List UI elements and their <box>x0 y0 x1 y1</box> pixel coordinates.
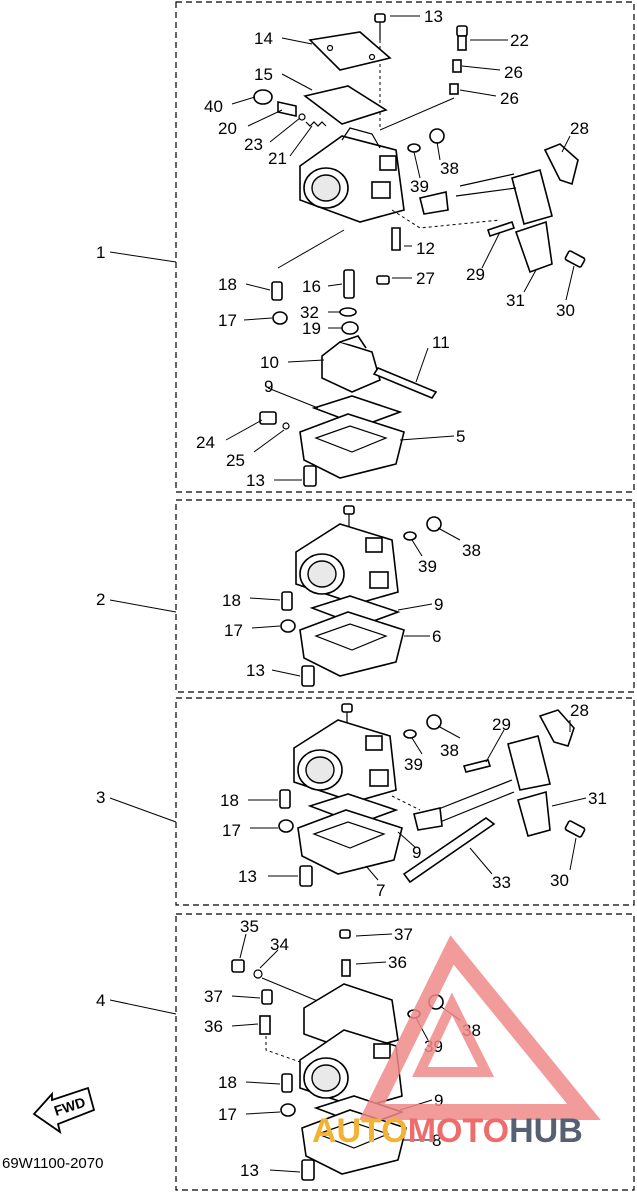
callout: 29 <box>466 265 485 284</box>
callout-labels-section-2: 38 39 18 9 17 6 13 <box>222 541 481 680</box>
callout: 38 <box>462 541 481 560</box>
callout: 25 <box>226 451 245 470</box>
callout: 7 <box>376 881 385 900</box>
callout: 27 <box>416 269 435 288</box>
callout: 40 <box>204 97 223 116</box>
callout: 30 <box>550 871 569 890</box>
callout: 28 <box>570 701 589 720</box>
callout: 24 <box>196 433 215 452</box>
callout: 36 <box>388 953 407 972</box>
watermark-text: AUTOMOTOHUB <box>312 1112 583 1150</box>
callout: 28 <box>570 119 589 138</box>
callout: 17 <box>218 311 237 330</box>
assembly-label-3: 3 <box>96 788 105 807</box>
drawing-code: 69W1100-2070 <box>2 1155 103 1172</box>
callout: 30 <box>556 301 575 320</box>
fwd-arrow-icon: FWD <box>32 1086 96 1135</box>
callout: 34 <box>270 935 289 954</box>
callout: 18 <box>220 791 239 810</box>
section-3-drawing <box>248 703 587 887</box>
section-4-frame <box>175 913 635 1191</box>
callout: 13 <box>240 1161 259 1180</box>
callout: 37 <box>204 987 223 1006</box>
callout: 17 <box>224 621 243 640</box>
callout: 37 <box>394 925 413 944</box>
callout: 13 <box>238 867 257 886</box>
callout: 6 <box>432 627 441 646</box>
assembly-label-4: 4 <box>96 991 105 1010</box>
section-3-frame <box>175 697 635 906</box>
callout: 36 <box>204 1017 223 1036</box>
callout: 31 <box>588 789 607 808</box>
assembly-label-1: 1 <box>96 243 105 262</box>
callout: 19 <box>302 319 321 338</box>
callout: 23 <box>244 135 263 154</box>
callout: 35 <box>240 917 259 936</box>
callout: 26 <box>504 63 523 82</box>
callout: 39 <box>410 177 429 196</box>
callout: 9 <box>434 1091 443 1110</box>
callout: 10 <box>260 353 279 372</box>
callout: 13 <box>246 661 265 680</box>
callout: 22 <box>510 31 529 50</box>
callout: 20 <box>218 119 237 138</box>
callout: 13 <box>424 7 443 26</box>
callout: 39 <box>404 755 423 774</box>
callout: 33 <box>492 873 511 892</box>
callout: 38 <box>440 159 459 178</box>
callout: 8 <box>432 1131 441 1150</box>
section-1-frame <box>175 1 635 493</box>
callout: 15 <box>254 65 273 84</box>
callout: 29 <box>492 715 511 734</box>
callout: 17 <box>222 821 241 840</box>
section-2-drawing <box>249 505 461 687</box>
callout: 17 <box>218 1105 237 1124</box>
callout: 9 <box>412 843 421 862</box>
callout: 32 <box>300 303 319 322</box>
callout: 13 <box>246 471 265 490</box>
assembly-label-2: 2 <box>96 590 105 609</box>
callout: 11 <box>432 333 450 352</box>
callout: 21 <box>268 149 287 168</box>
callout: 16 <box>302 277 321 296</box>
callout: 18 <box>218 275 237 294</box>
callout: 12 <box>416 239 435 258</box>
callout-labels-section-3: 29 28 38 39 31 18 17 9 13 7 33 30 <box>220 701 607 900</box>
callout: 5 <box>456 427 465 446</box>
watermark-logo: AUTOMOTOHUB <box>312 935 601 1150</box>
callout: 38 <box>440 741 459 760</box>
section-2-frame <box>175 499 635 693</box>
callout: 18 <box>218 1073 237 1092</box>
callout: 18 <box>222 591 241 610</box>
callout: 9 <box>434 595 443 614</box>
callout: 9 <box>264 377 273 396</box>
section-1-drawing <box>225 13 586 487</box>
callout: 26 <box>500 89 519 108</box>
callout-labels-section-1: 13 14 22 26 15 26 40 20 23 21 28 38 39 1… <box>196 7 589 490</box>
callout: 39 <box>418 557 437 576</box>
callout: 14 <box>254 29 273 48</box>
callout: 31 <box>506 291 525 310</box>
